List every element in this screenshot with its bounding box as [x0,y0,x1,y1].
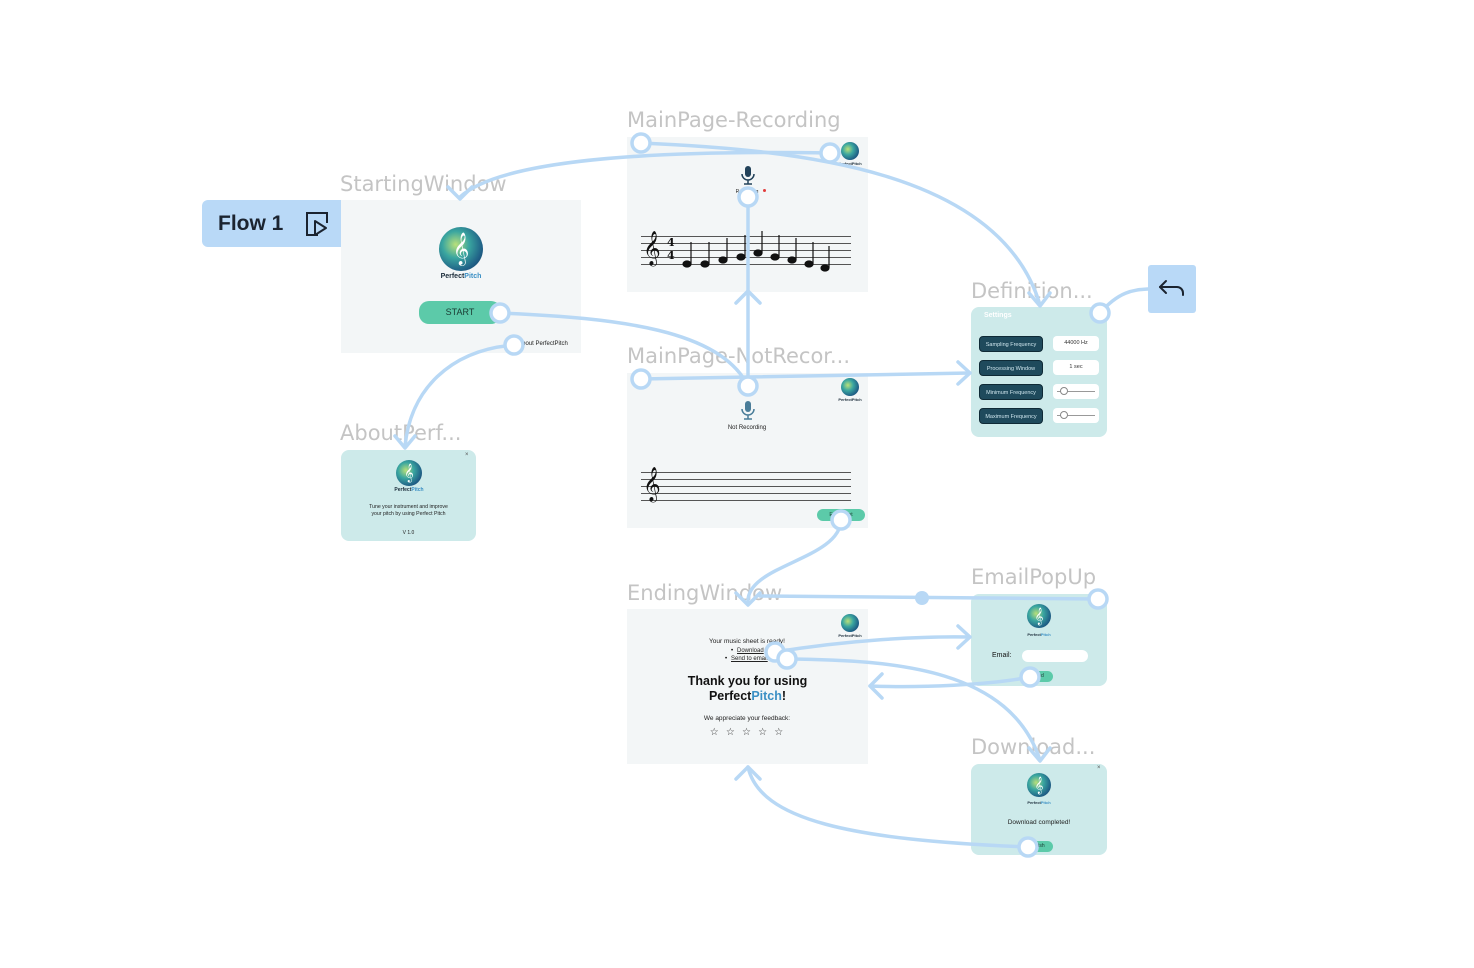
frame-title-email: EmailPopUp [971,565,1097,589]
app-name: PerfectPitch [394,487,424,493]
app-logo: 𝄞 [396,460,422,486]
sampling-frequency-value[interactable]: 44000 Hz [1053,336,1099,351]
app-name: PerfectPitch [440,273,482,280]
frame-title-definitions: Definition... [971,279,1093,303]
close-icon[interactable]: × [1097,765,1101,771]
frame-email-popup[interactable]: 𝄞 PerfectPitch Email: Send [971,594,1107,686]
download-link[interactable]: Download [737,648,764,654]
thanks-line1: Thank you for using [687,674,808,688]
frame-title-starting: StartingWindow [340,172,507,196]
frame-title-download: Download... [971,735,1096,759]
processing-window-button[interactable]: Processing Window [979,360,1043,376]
download-bullet: • [731,648,734,654]
frame-about[interactable]: × 𝄞 PerfectPitch Tune your instrument an… [341,450,476,541]
microphone-off-icon[interactable] [739,400,757,420]
back-arrow-button[interactable] [1148,265,1196,313]
frame-ending-window[interactable]: PerfectPitch Your music sheet is ready! … [627,609,868,764]
version-label: V 1.0 [402,530,415,536]
frame-title-not-recording: MainPage-NotRecor... [627,344,851,368]
processing-window-value[interactable]: 1 sec [1053,360,1099,375]
quarter-notes [682,231,830,272]
frame-download-popup[interactable]: × 𝄞 PerfectPitch Download completed! Fin… [971,764,1107,855]
send-button[interactable]: Send [1023,671,1053,682]
frame-title-about: AboutPerf... [340,421,462,445]
email-label: Email: [992,652,1012,659]
settings-header: Settings [984,312,1012,319]
app-logo: 𝄞 [1027,604,1051,628]
music-staff-empty: 𝄞 [641,467,851,502]
about-link[interactable]: About PerfectPitch [518,341,568,347]
flow-label: Flow 1 [218,212,284,235]
frame-title-recording: MainPage-Recording [627,108,841,132]
sheet-ready-text: Your music sheet is ready! [709,638,785,645]
record-dot-icon [763,189,766,192]
start-button[interactable]: START [419,301,501,324]
corner-logo [841,142,859,160]
feedback-text: We appreciate your feedback: [703,715,791,722]
maximum-frequency-button[interactable]: Maximum Frequency [979,408,1043,424]
frame-starting-window[interactable]: 𝄞 PerfectPitch START About PerfectPitch [341,200,581,353]
flow-badge[interactable]: Flow 1 [202,200,342,247]
email-bullet: • [725,656,728,662]
play-frame-icon[interactable] [304,211,330,237]
finish-button[interactable]: Finish [1023,841,1053,852]
minimum-frequency-button[interactable]: Minimum Frequency [979,384,1043,400]
frame-settings[interactable]: Settings Sampling Frequency 44000 Hz Pro… [971,307,1107,437]
frame-main-not-recording[interactable]: PerfectPitch Not Recording 𝄞 End Sheet [627,373,868,528]
app-logo: 𝄞 [1027,773,1051,797]
treble-clef-icon: 𝄞 [643,231,661,266]
send-email-link[interactable]: Send to email [731,656,768,662]
rating-stars[interactable]: ☆ ☆ ☆ ☆ ☆ [709,727,786,738]
treble-clef-icon: 𝄞 [643,467,661,502]
corner-logo [841,378,859,396]
about-description-line1: Tune your instrument and improve [369,504,448,510]
app-logo: 𝄞 [439,227,483,271]
thanks-line2: PerfectPitch! [708,689,787,703]
close-icon[interactable]: × [465,452,469,458]
download-complete-text: Download completed! [1007,819,1071,826]
not-recording-status: Not Recording [727,425,767,431]
frame-title-ending: EndingWindow [627,581,783,605]
end-sheet-button[interactable]: End Sheet [817,509,865,521]
maximum-frequency-slider[interactable] [1053,408,1099,423]
corner-logo [841,614,859,632]
about-description-line2: your pitch by using Perfect Pitch [371,511,446,517]
minimum-frequency-slider[interactable] [1053,384,1099,399]
back-arrow-icon [1158,277,1186,306]
email-input[interactable] [1022,650,1088,662]
sampling-frequency-button[interactable]: Sampling Frequency [979,336,1043,352]
recording-status: Recording [735,189,759,195]
microphone-icon[interactable] [740,165,756,185]
